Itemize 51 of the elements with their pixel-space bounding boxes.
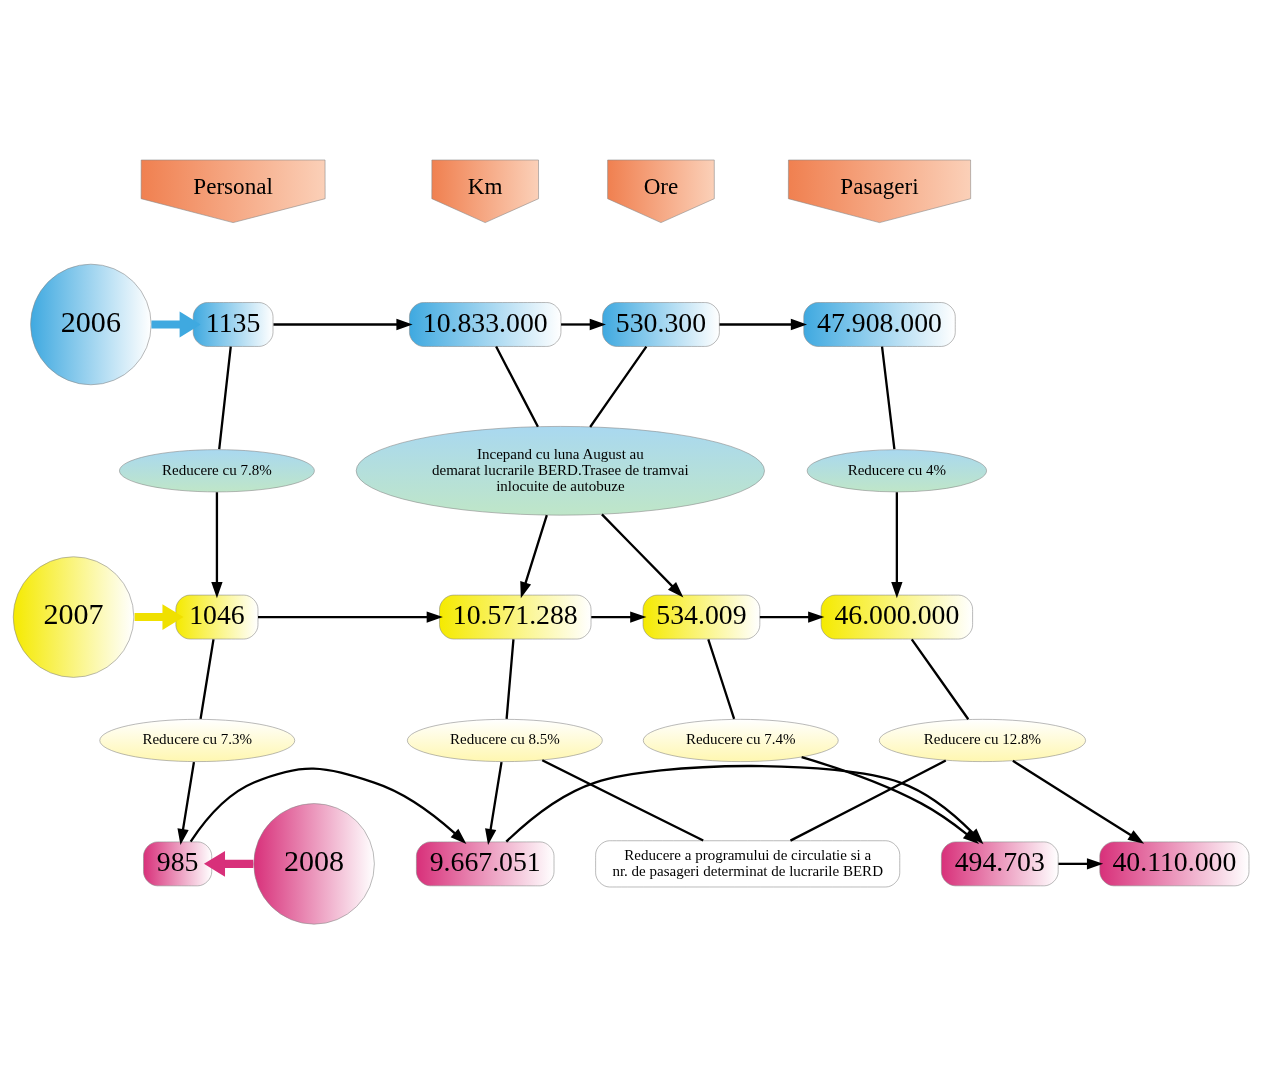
arrow: [591, 610, 647, 623]
connector: [589, 345, 648, 428]
arrow: [759, 610, 825, 623]
node-ellipse: Reducere cu 4%: [806, 448, 987, 492]
connector: [495, 345, 539, 427]
arrow: [520, 514, 548, 598]
node-box: Reducere a programului de circulatie si a nr. de pasageri determinat de lucrarile BERD: [595, 839, 901, 887]
connector: [199, 638, 215, 719]
node-box: 46.000.000: [820, 594, 973, 639]
arrow: [1012, 759, 1145, 844]
arrow: [601, 513, 684, 597]
node-circle: 2008: [253, 802, 375, 924]
node-circle: 2007: [12, 556, 135, 678]
node-box: 494.703: [941, 841, 1059, 886]
node-box: 530.300: [602, 301, 720, 347]
arrow: [1058, 857, 1104, 870]
connector: [789, 759, 947, 842]
connector: [505, 638, 515, 719]
arrow: [203, 850, 254, 877]
arrow: [134, 603, 184, 630]
node-ellipse: Reducere cu 7.3%: [99, 718, 296, 762]
arrow: [719, 318, 808, 330]
arrow: [485, 761, 503, 845]
connector: [541, 758, 704, 842]
arrow: [189, 767, 467, 844]
connector: [910, 638, 970, 720]
node-ellipse: Incepand cu luna August au demarat lucrarile BERD.Trasee de tramvai inlocuite de autobuze: [355, 425, 765, 515]
node-circle: 2006: [30, 263, 152, 385]
connector: [880, 345, 896, 449]
arrow: [258, 610, 443, 623]
node-box: 40.110.000: [1099, 841, 1250, 886]
arrow: [273, 318, 413, 330]
node-box: 1046: [175, 594, 259, 639]
node-box: 985: [143, 841, 212, 886]
connector: [218, 345, 232, 449]
node-ellipse: Reducere cu 7.8%: [119, 448, 315, 492]
node-ellipse: Reducere cu 12.8%: [879, 718, 1086, 762]
node-box: 10.571.288: [439, 594, 592, 639]
node-box: 1135: [192, 301, 274, 347]
node-box: 534.009: [642, 594, 761, 639]
node-box: 9.667.051: [416, 841, 555, 886]
arrow: [211, 491, 223, 598]
node-ellipse: Reducere cu 8.5%: [407, 718, 603, 762]
arrow: [891, 491, 903, 598]
arrow: [151, 311, 201, 337]
node-box: 10.833.000: [409, 301, 562, 347]
arrow: [561, 318, 606, 330]
connector: [707, 638, 736, 719]
node-box: 47.908.000: [803, 301, 956, 347]
node-ellipse: Reducere cu 7.4%: [643, 718, 839, 762]
arrow: [177, 761, 196, 845]
